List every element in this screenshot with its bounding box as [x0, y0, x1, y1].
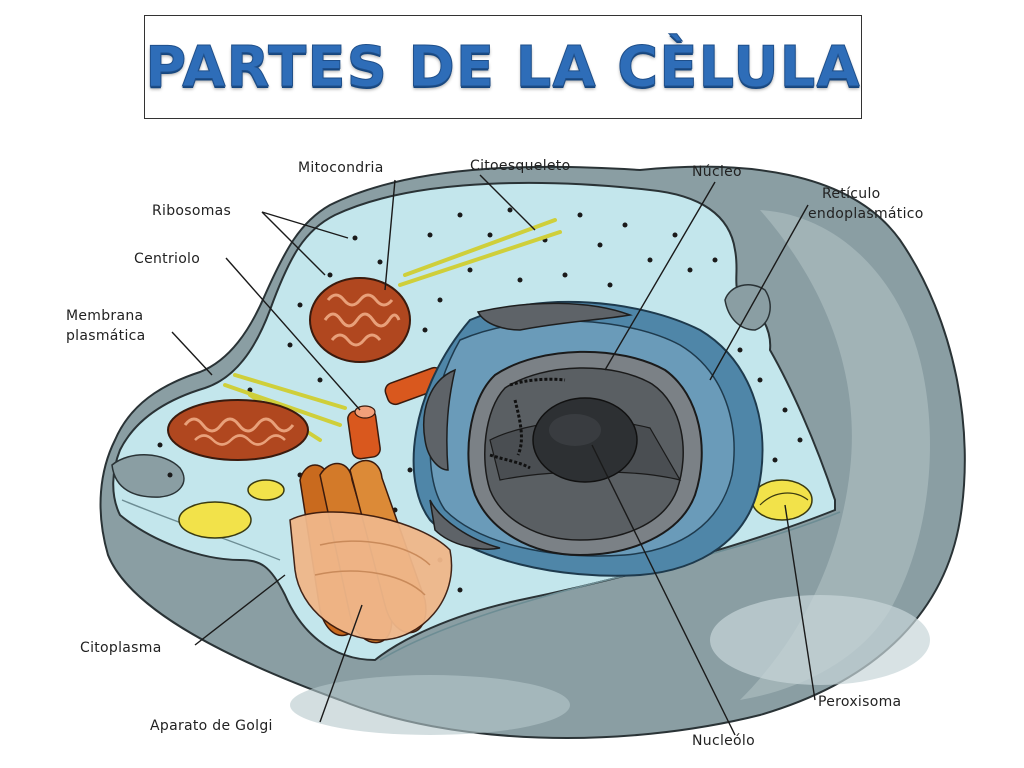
- title-box: PARTES DE LA CÈLULA: [144, 15, 862, 119]
- label-reticulo-2: endoplasmático: [808, 206, 924, 222]
- leader-citoplasma: [194, 574, 286, 646]
- leader-golgi: [319, 604, 363, 723]
- mitochondrion-top: [309, 277, 411, 363]
- leader-centriolo: [225, 257, 361, 411]
- golgi-apparatus: [289, 459, 453, 644]
- leader-nucleolo: [591, 444, 736, 736]
- leader-peroxisoma: [784, 504, 816, 701]
- peroxisome: [751, 479, 813, 521]
- leader-reticulo: [709, 204, 809, 381]
- cell-outer-highlight: [740, 210, 930, 700]
- label-reticulo-1: Retículo: [822, 186, 881, 202]
- label-centriolo: Centriolo: [134, 251, 200, 267]
- cell-outer-shine-2: [290, 675, 570, 735]
- membrane-notch: [724, 284, 771, 331]
- label-mitocondria: Mitocondria: [298, 160, 384, 176]
- cell-outer-shine: [710, 595, 930, 685]
- leader-ribosomas-1: [261, 211, 349, 239]
- label-golgi: Aparato de Golgi: [150, 718, 273, 734]
- label-membrana-2: plasmática: [66, 328, 146, 344]
- page-title: PARTES DE LA CÈLULA: [145, 34, 861, 100]
- leader-membrana: [171, 331, 213, 376]
- mitochondrion-left: [167, 399, 309, 461]
- label-nucleolo: Nucleólo: [692, 733, 755, 749]
- label-membrana-1: Membrana: [66, 308, 143, 324]
- label-citoesqueleto: Citoesqueleto: [470, 158, 570, 174]
- label-nucleo: Núcleo: [692, 164, 742, 180]
- leader-citoesqueleto: [479, 174, 536, 231]
- label-citoplasma: Citoplasma: [80, 640, 162, 656]
- vesicles: [178, 479, 813, 539]
- leader-ribosomas-2: [261, 211, 326, 276]
- label-peroxisoma: Peroxisoma: [818, 694, 901, 710]
- leader-mitocondria: [384, 179, 396, 291]
- membrane-notch-left: [111, 454, 185, 498]
- leader-nucleo: [604, 181, 716, 371]
- label-ribosomas: Ribosomas: [152, 203, 231, 219]
- nucleus: [467, 350, 703, 557]
